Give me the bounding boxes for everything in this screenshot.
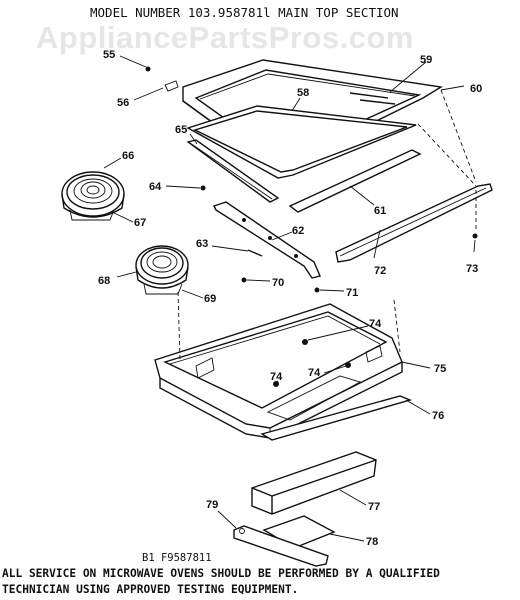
callout-76: 76 [432, 410, 444, 422]
callout-68: 68 [98, 275, 110, 287]
callout-60: 60 [470, 83, 482, 95]
watermark: AppliancePartsPros.com [36, 20, 414, 55]
callout-58: 58 [297, 87, 309, 99]
callout-63: 63 [196, 238, 208, 250]
part-77-shield [251, 451, 377, 515]
part-72-side-trim [335, 183, 493, 263]
dashed-guide-lines [177, 89, 477, 361]
figure-id: B1 F9587811 [142, 552, 212, 564]
part-68-69-surface-element [135, 245, 189, 295]
part-64-trim-strip [186, 139, 280, 203]
callout-77: 77 [368, 501, 380, 513]
callout-74-left: 74 [270, 371, 283, 383]
service-note-line-2: TECHNICIAN USING APPROVED TESTING EQUIPM… [2, 583, 298, 596]
callout-59: 59 [420, 54, 432, 66]
callout-65: 65 [175, 124, 187, 136]
callout-71: 71 [346, 287, 358, 299]
part-65-glass-panel [186, 105, 417, 179]
callout-79: 79 [206, 499, 218, 511]
screws [145, 66, 478, 387]
part-66-67-surface-element [61, 171, 125, 221]
callout-75: 75 [434, 363, 446, 375]
callout-66: 66 [122, 150, 134, 162]
callout-73: 73 [466, 263, 478, 275]
diagram-title: MODEL NUMBER 103.958781l MAIN TOP SECTIO… [90, 5, 399, 20]
callout-61: 61 [374, 205, 386, 217]
service-note-line-1: ALL SERVICE ON MICROWAVE OVENS SHOULD BE… [2, 567, 440, 580]
part-75-main-top-pan [154, 303, 403, 439]
callout-78: 78 [366, 536, 378, 548]
part-79-bracket [233, 525, 329, 567]
callout-56: 56 [117, 97, 129, 109]
part-callouts: 55 56 58 59 60 65 66 64 67 61 62 63 68 7… [98, 49, 482, 548]
callout-74-middle: 74 [308, 367, 321, 379]
leader-lines [103, 55, 476, 542]
callout-69: 69 [204, 293, 216, 305]
part-62-bracket [213, 201, 321, 279]
callout-72: 72 [374, 265, 386, 277]
callout-62: 62 [292, 225, 304, 237]
callout-74-top: 74 [369, 318, 382, 330]
callout-64: 64 [149, 181, 162, 193]
part-61-rail [288, 149, 422, 213]
callout-55: 55 [103, 49, 115, 61]
callout-70: 70 [272, 277, 284, 289]
part-76-front-strip [260, 395, 413, 441]
callout-67: 67 [134, 217, 146, 229]
